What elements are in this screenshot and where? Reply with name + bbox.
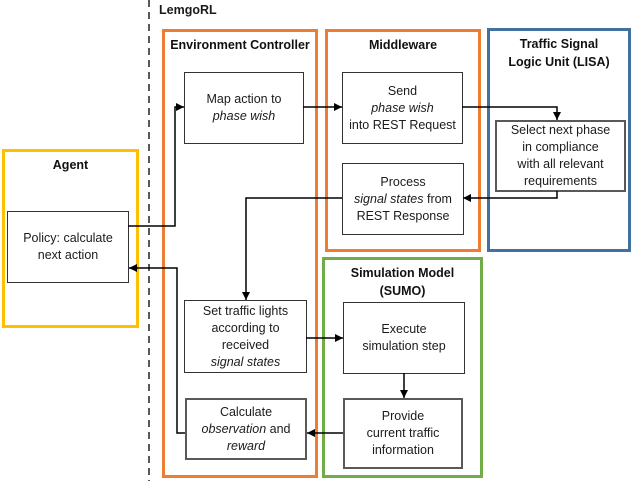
select-phase-line1: Select next phase — [510, 123, 611, 137]
set-traffic-lights-node: Set traffic lights according to received… — [184, 300, 307, 373]
send-wish-line2: phase wish — [371, 100, 434, 115]
lisa-container: Traffic Signal Logic Unit (LISA) — [487, 28, 631, 252]
sumo-title-line2: (SUMO) — [379, 284, 426, 298]
sumo-title: Simulation Model (SUMO) — [325, 260, 480, 300]
sumo-container: Simulation Model (SUMO) — [322, 257, 483, 478]
process-states-line2: signal states from — [354, 191, 452, 206]
select-next-phase-node: Select next phase in compliance with all… — [495, 120, 626, 192]
set-lights-line4: signal states — [210, 354, 281, 369]
send-phase-wish-node: Send phase wish into REST Request — [342, 72, 463, 144]
system-label: LemgoRL — [159, 3, 217, 17]
calc-reward-line2: observation and — [201, 421, 291, 436]
calc-reward-line1: Calculate — [219, 404, 273, 419]
set-lights-line1: Set traffic lights — [202, 303, 289, 318]
lisa-title: Traffic Signal Logic Unit (LISA) — [490, 31, 628, 71]
map-action-line1: Map action to — [206, 92, 282, 106]
send-wish-line1: Send — [387, 83, 418, 98]
policy-line2: next action — [37, 248, 99, 262]
select-phase-line3: with all relevant — [517, 157, 604, 171]
agent-title: Agent — [52, 158, 89, 172]
send-wish-line3: into REST Request — [349, 117, 456, 132]
agent-system-divider — [148, 0, 150, 481]
process-signal-states-node: Process signal states from REST Response — [342, 163, 464, 235]
process-states-line3: REST Response — [356, 208, 450, 223]
lisa-title-line2: Logic Unit (LISA) — [508, 55, 610, 69]
select-phase-line2: in compliance — [522, 140, 599, 154]
select-phase-line4: requirements — [524, 174, 597, 188]
provide-info-line2: current traffic — [366, 426, 440, 440]
process-states-line1: Process — [380, 174, 426, 189]
agent-container: Agent — [2, 149, 139, 328]
map-action-line2: phase wish — [212, 109, 276, 123]
calculate-reward-node: Calculate observation and reward — [185, 398, 307, 460]
environment-controller-title: Environment Controller — [170, 38, 310, 52]
middleware-container: Middleware — [325, 29, 481, 252]
sumo-title-line1: Simulation Model — [350, 266, 455, 280]
execute-step-line1: Execute — [381, 322, 427, 336]
provide-info-line1: Provide — [381, 409, 425, 423]
policy-node: Policy: calculate next action — [7, 211, 129, 283]
lisa-title-line1: Traffic Signal — [519, 37, 599, 51]
map-action-node: Map action to phase wish — [184, 72, 304, 144]
provide-info-line3: information — [372, 443, 434, 457]
set-lights-line3: received — [221, 337, 270, 352]
middleware-title: Middleware — [368, 38, 438, 52]
execute-step-line2: simulation step — [362, 339, 446, 353]
set-lights-line2: according to — [211, 320, 280, 335]
execute-step-node: Execute simulation step — [343, 302, 465, 374]
provide-info-node: Provide current traffic information — [343, 398, 463, 469]
calc-reward-line3: reward — [226, 438, 266, 453]
policy-line1: Policy: calculate — [23, 231, 113, 245]
